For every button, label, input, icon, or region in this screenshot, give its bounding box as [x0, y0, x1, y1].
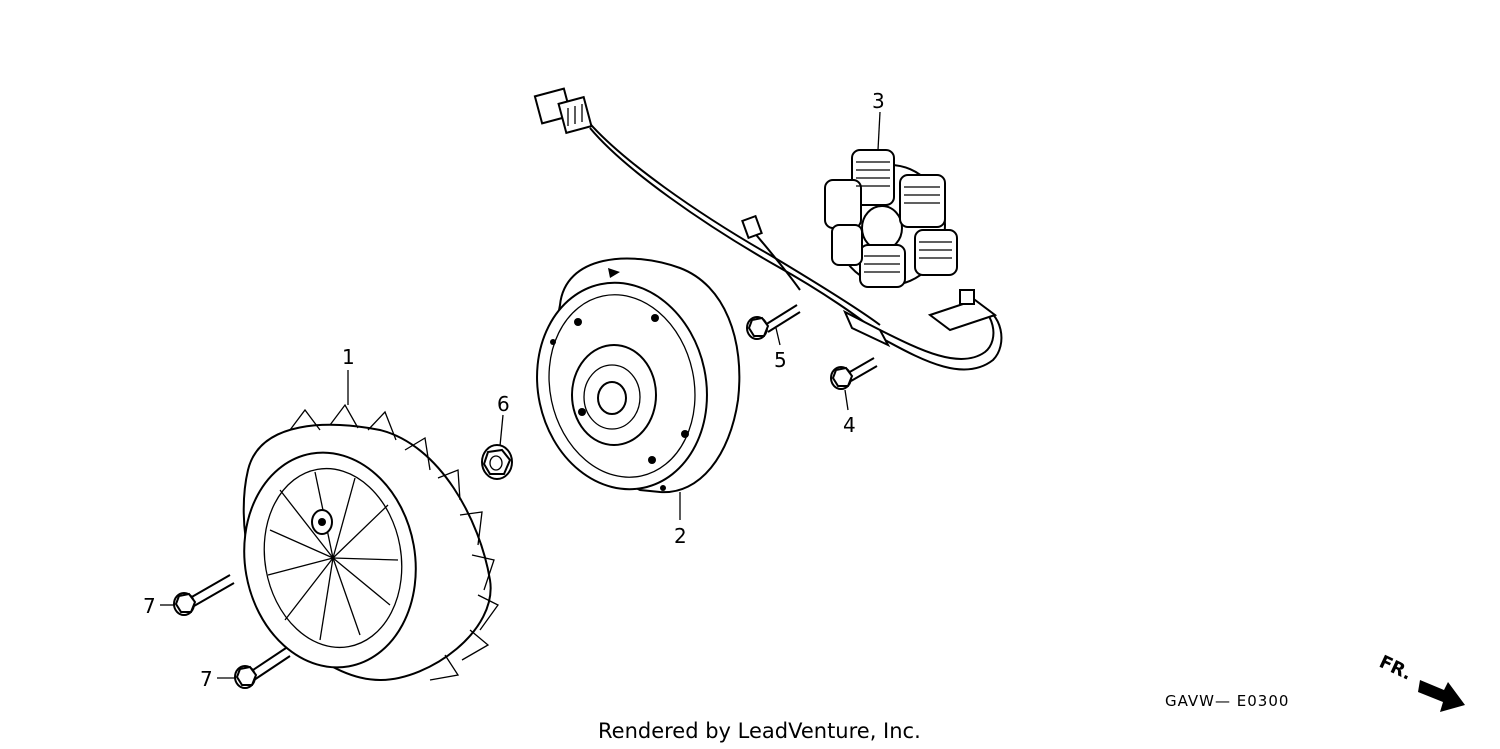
callout-7-upper: 7 — [143, 594, 156, 618]
callout-4: 4 — [843, 413, 856, 437]
bolt-7-lower[interactable] — [234, 647, 291, 689]
footer-credit: Rendered by LeadVenture, Inc. — [598, 719, 921, 743]
callout-5: 5 — [774, 348, 787, 372]
cooling-fan[interactable] — [228, 403, 499, 682]
harness-connector — [533, 87, 593, 135]
stator-coil[interactable] — [533, 87, 1003, 371]
stator-body — [824, 149, 958, 288]
callout-3: 3 — [872, 89, 885, 113]
bolt-5[interactable] — [746, 304, 801, 340]
leader-lines — [160, 111, 881, 679]
front-arrow-icon — [1418, 680, 1465, 712]
bolt-7-upper[interactable] — [173, 574, 235, 616]
flywheel[interactable] — [518, 257, 741, 505]
flange-nut[interactable] — [481, 444, 513, 480]
callout-2: 2 — [674, 524, 687, 548]
callout-1: 1 — [342, 345, 355, 369]
fan-fins — [289, 403, 499, 681]
bolt-4[interactable] — [830, 357, 878, 390]
front-direction-label: FR. — [1376, 651, 1415, 684]
callout-6: 6 — [497, 392, 510, 416]
diagram-code: GAVW— E0300 — [1165, 692, 1289, 710]
front-direction-indicator: FR. — [1376, 651, 1465, 712]
callout-7-lower: 7 — [200, 667, 213, 691]
